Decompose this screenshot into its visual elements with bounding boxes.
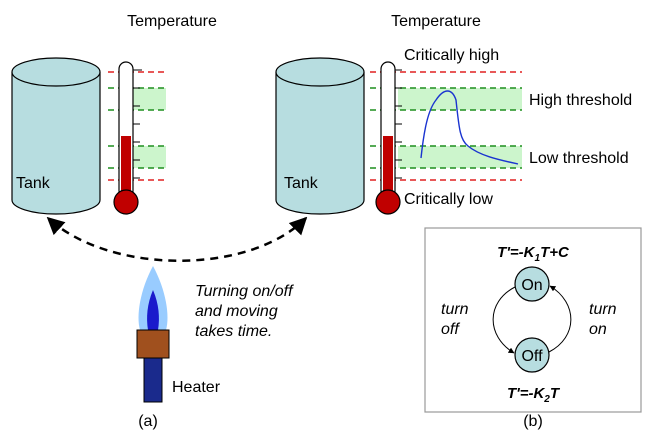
on-state [514,266,550,302]
caption-b: (b) [523,413,543,430]
off-state-label: Off [521,348,543,365]
turn-off-label-line-2: off [441,321,460,338]
critically-high-label: Critically high [404,47,499,64]
low-threshold-label: Low threshold [529,150,629,167]
turn-on-label-line-2: on [589,321,607,338]
left-high-threshold-band [128,88,166,110]
left-temperature-label: Temperature [127,13,217,30]
right-low-threshold-band [398,146,522,168]
left-low-threshold-band [128,146,166,168]
right-temperature-label: Temperature [391,13,481,30]
left-tank [11,57,101,215]
heater-label: Heater [172,379,221,396]
on-state-label: On [521,277,542,294]
high-threshold-label: High threshold [529,92,632,109]
heater-note-line-2: and moving [195,303,278,320]
heater-note-line-3: takes time. [195,323,272,340]
turn-on-transition [548,285,572,353]
heater-body [143,357,163,403]
heater-top [136,329,170,359]
critically-low-label: Critically low [404,191,493,208]
right-high-threshold-band [398,88,522,110]
turn-on-label-line-1: turn [589,301,617,318]
flame-icon [138,266,168,330]
off-equation: T'=-K2T [507,385,561,405]
left-tank-label: Tank [16,175,51,192]
right-thermometer [375,61,402,215]
turn-off-transition [492,286,516,354]
move-heater-arrow [46,216,308,262]
caption-a: (a) [138,413,158,430]
off-state [514,337,550,373]
right-tank [275,57,365,215]
heater-note-line-1: Turning on/off [195,283,294,300]
right-tank-label: Tank [284,175,319,192]
left-thermometer [113,61,142,215]
state-machine-frame [424,227,642,413]
turn-off-label-line-1: turn [441,301,469,318]
temperature-curve [420,90,519,165]
on-equation: T'=-K1T+C [497,244,570,264]
